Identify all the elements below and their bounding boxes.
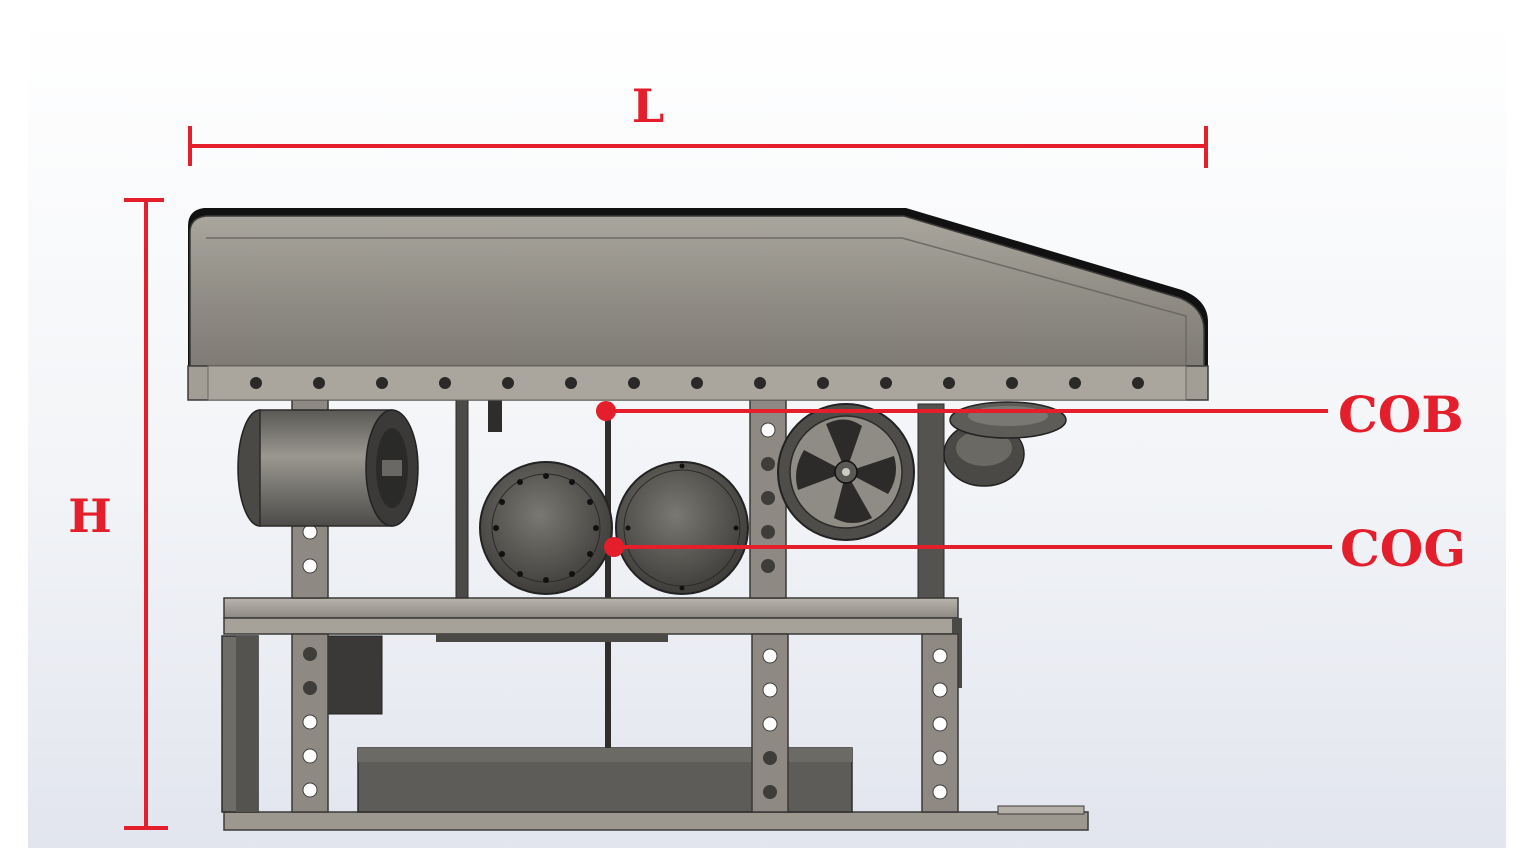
cog-marker: COG [604,519,1466,578]
middle-deck-edge [223,617,959,635]
upright-inner-left [455,399,469,599]
length-dimension: L [188,79,1208,168]
height-dimension: H [68,198,168,830]
center-rod [605,402,611,748]
frame-strip-4 [751,633,789,813]
lower-payload-shade [358,748,852,762]
cob-marker: COB [596,385,1464,444]
deck-underside [436,634,668,642]
skid-tab [997,805,1085,815]
bottom-skid-plate [223,811,1089,831]
battery-tube-left [479,461,613,595]
left-bracket-inner [236,636,258,812]
hull-rail [187,365,1209,401]
vertical-thruster [777,403,915,541]
frame-strip-2 [749,397,787,599]
battery-tube-right [615,461,749,595]
cob-label: COB [1338,385,1464,444]
height-label: H [68,489,111,543]
frame-strip-3 [291,633,329,813]
electronics-block [327,635,383,715]
length-label: L [632,79,664,133]
frame-strip-5 [921,633,959,813]
left-thruster [237,409,419,527]
main-hull [188,208,1208,369]
cog-label: COG [1340,519,1466,578]
middle-deck-plate [223,597,959,619]
rov-model [187,208,1209,831]
hull-clip [488,400,502,432]
upright-inner-right [917,403,945,599]
